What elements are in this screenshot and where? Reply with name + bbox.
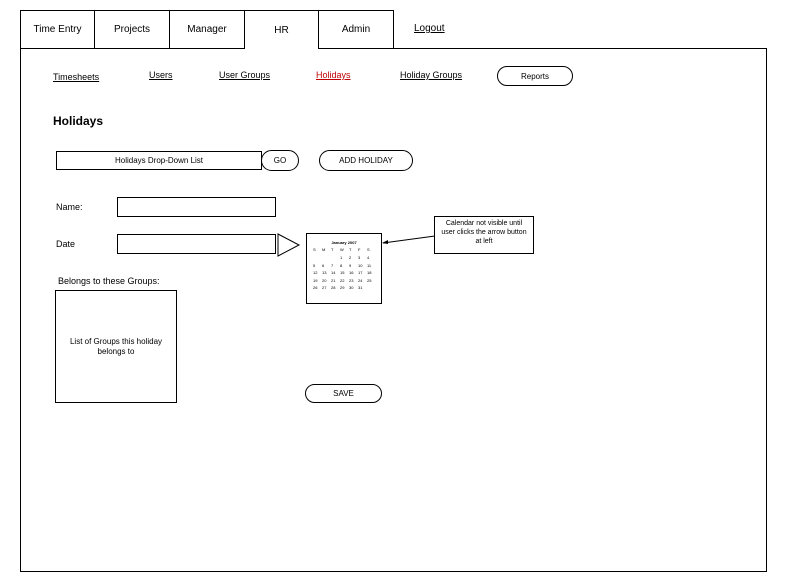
add-holiday-button[interactable]: ADD HOLIDAY	[319, 150, 413, 171]
calendar-note: Calendar not visible until user clicks t…	[434, 216, 534, 254]
calendar-day[interactable]: 24	[358, 277, 363, 283]
calendar-note-text: Calendar not visible until user clicks t…	[441, 220, 527, 245]
tab-label: Time Entry	[33, 24, 82, 35]
subnav-timesheets[interactable]: Timesheets	[53, 72, 100, 82]
calendar-day[interactable]: 18	[367, 270, 372, 275]
calendar-day[interactable]: 11	[367, 262, 372, 268]
save-button[interactable]: SAVE	[305, 384, 382, 403]
reports-label: Reports	[520, 71, 549, 81]
calendar-weekday: W	[340, 247, 344, 252]
calendar-day[interactable]: 25	[367, 277, 372, 283]
page-title: Holidays	[53, 114, 104, 128]
calendar-day[interactable]: 1	[340, 255, 343, 260]
calendar-day[interactable]: 4	[367, 255, 370, 260]
add-holiday-label: ADD HOLIDAY	[339, 156, 393, 165]
calendar-day[interactable]: 17	[358, 270, 363, 275]
tab-label: Manager	[187, 24, 227, 35]
subnav-users[interactable]: Users	[149, 70, 173, 80]
subnav-holiday-groups[interactable]: Holiday Groups	[400, 70, 463, 80]
calendar-day[interactable]: 2	[349, 255, 352, 260]
calendar-day[interactable]: 5	[313, 262, 316, 268]
calendar-day[interactable]: 31	[358, 285, 363, 290]
tab-label: Admin	[341, 24, 371, 35]
calendar-day[interactable]: 13	[322, 270, 327, 275]
calendar-weekday: M	[322, 247, 326, 252]
tab-label: Projects	[113, 24, 151, 35]
calendar-day[interactable]: 20	[322, 277, 327, 283]
calendar-day[interactable]: 6	[322, 262, 325, 268]
calendar-day[interactable]: 7	[331, 262, 334, 268]
calendar-day[interactable]: 19	[313, 277, 318, 283]
go-button[interactable]: GO	[261, 150, 299, 171]
calendar-day[interactable]: 21	[331, 277, 336, 283]
date-picker-arrow-icon[interactable]	[277, 233, 301, 257]
subnav-user-groups[interactable]: User Groups	[219, 70, 271, 80]
calendar-day[interactable]: 26	[313, 285, 318, 290]
tab-hr[interactable]: HR	[244, 10, 319, 49]
content-frame	[20, 48, 767, 572]
calendar-day[interactable]: 27	[322, 285, 327, 290]
calendar-day[interactable]: 14	[331, 270, 336, 275]
holidays-dropdown[interactable]: Holidays Drop-Down List	[56, 151, 262, 170]
name-field[interactable]	[117, 197, 276, 217]
go-label: GO	[273, 156, 287, 165]
holidays-dropdown-label: Holidays Drop-Down List	[114, 156, 204, 165]
calendar-day[interactable]: 29	[340, 285, 345, 290]
calendar-day[interactable]: 8	[340, 262, 343, 268]
groups-list[interactable]: List of Groups this holiday belongs to	[55, 290, 177, 403]
calendar-day[interactable]: 3	[358, 255, 361, 260]
calendar-day[interactable]: 16	[349, 270, 354, 275]
date-label: Date	[56, 239, 76, 249]
subnav-holidays[interactable]: Holidays	[316, 70, 351, 80]
calendar-day[interactable]: 30	[349, 285, 354, 290]
calendar-day[interactable]: 10	[358, 262, 363, 268]
calendar-day[interactable]: 23	[349, 277, 354, 283]
callout-arrow-icon	[382, 235, 436, 244]
tab-label: HR	[274, 24, 289, 36]
calendar-weekday: T	[331, 247, 334, 252]
save-label: SAVE	[333, 389, 354, 398]
calendar-weekday: F	[358, 247, 361, 252]
tab-time-entry[interactable]: Time Entry	[20, 10, 95, 48]
calendar-weekday: S	[313, 247, 316, 252]
calendar-day[interactable]: 9	[349, 262, 352, 268]
calendar-day[interactable]: 12	[313, 270, 318, 275]
calendar-weekday: S	[367, 247, 370, 252]
calendar-day[interactable]: 15	[340, 270, 345, 275]
groups-list-text: List of Groups this holiday belongs to	[69, 336, 163, 356]
tab-projects[interactable]: Projects	[94, 10, 170, 48]
calendar-month-title: January 2007	[331, 240, 357, 245]
reports-button[interactable]: Reports	[497, 66, 573, 86]
name-label: Name:	[56, 202, 83, 212]
date-field[interactable]	[117, 234, 276, 254]
calendar-day[interactable]: 28	[331, 285, 336, 290]
tab-admin[interactable]: Admin	[318, 10, 394, 48]
calendar-day[interactable]: 22	[340, 277, 345, 283]
logout-link[interactable]: Logout	[414, 23, 445, 34]
calendar-weekday: T	[349, 247, 352, 252]
tab-manager[interactable]: Manager	[169, 10, 245, 48]
groups-label: Belongs to these Groups:	[58, 276, 160, 286]
